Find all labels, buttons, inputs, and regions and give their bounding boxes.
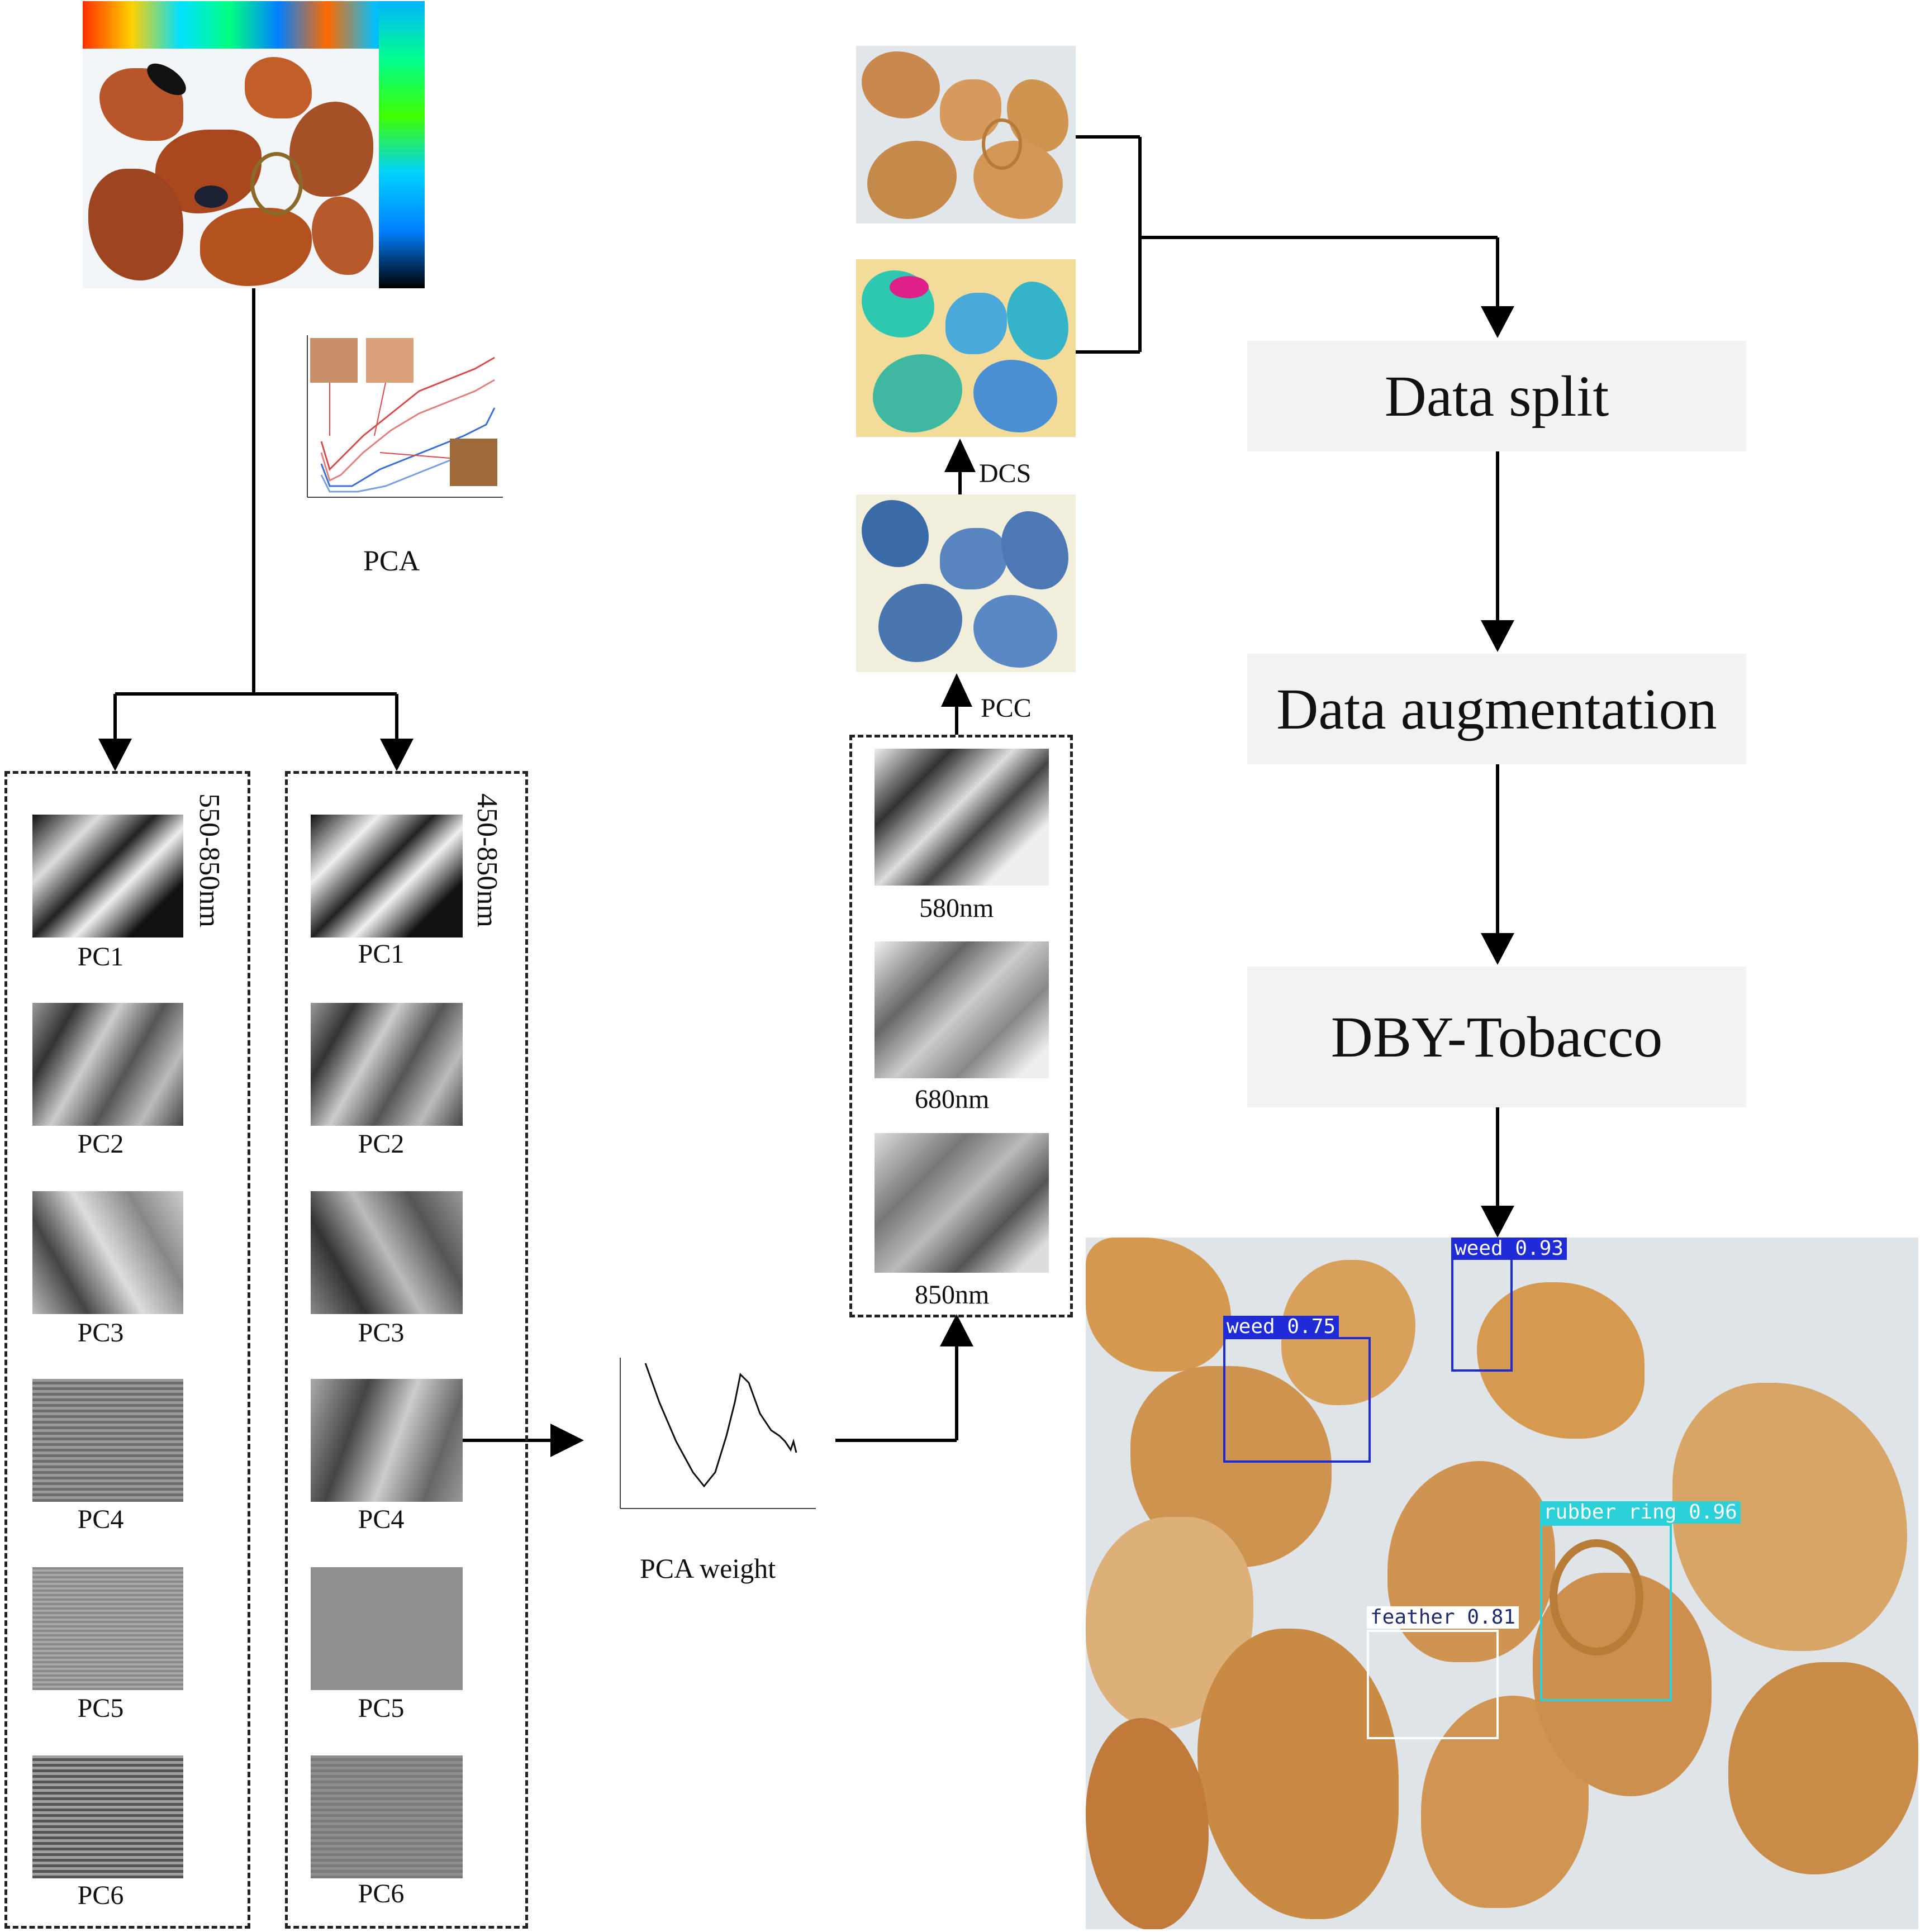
pc2-image-left	[32, 1003, 183, 1126]
bbox-tag-weed-2: weed 0.75	[1223, 1316, 1339, 1338]
pc-label: PC5	[358, 1693, 405, 1723]
dby-tobacco-step: DBY-Tobacco	[1247, 967, 1746, 1107]
bbox-tag-feather: feather 0.81	[1367, 1606, 1519, 1629]
pcc-image	[856, 494, 1076, 672]
bbox-tag-weed-1: weed 0.93	[1451, 1238, 1567, 1260]
data-augmentation-step: Data augmentation	[1247, 654, 1746, 764]
pc1-image-left	[32, 815, 183, 938]
hyperspectral-cube-image	[83, 1, 425, 288]
bbox-tag-rubber-ring: rubber ring 0.96	[1540, 1501, 1741, 1524]
pc-label: PC4	[77, 1505, 124, 1534]
pc-label: PC2	[358, 1129, 405, 1159]
pc-label: PC3	[358, 1318, 405, 1348]
bbox-rubber-ring	[1540, 1524, 1672, 1701]
band-580nm-image	[875, 749, 1049, 886]
bbox-weed-2	[1223, 1337, 1371, 1463]
series-feather	[320, 407, 496, 487]
band-label: 680nm	[915, 1084, 990, 1114]
pc6-image-left	[32, 1755, 183, 1878]
pc3-image-left	[32, 1191, 183, 1314]
step-label: DBY-Tobacco	[1330, 1005, 1663, 1069]
band-selection-box	[849, 735, 1073, 1317]
pc2-image-right	[311, 1003, 463, 1126]
dcs-image	[856, 259, 1076, 437]
rgb-image	[856, 46, 1076, 223]
series-rubber-ring	[320, 356, 495, 471]
pca-label: PCA	[363, 545, 420, 577]
pc-group-550-850	[4, 771, 250, 1929]
range-label-450-850: 450-850nm	[471, 793, 503, 927]
pcc-label: PCC	[981, 693, 1032, 723]
weight-curve	[644, 1363, 797, 1488]
data-split-step: Data split	[1247, 341, 1746, 451]
pc-label: PC3	[77, 1318, 124, 1348]
pc1-image-right	[311, 815, 463, 938]
band-680nm-image	[875, 941, 1049, 1078]
dcs-label: DCS	[979, 459, 1032, 488]
step-label: Data split	[1384, 364, 1609, 429]
step-label: Data augmentation	[1276, 677, 1717, 741]
series-tobacco	[320, 379, 495, 482]
pc3-image-right	[311, 1191, 463, 1314]
pc4-image-left	[32, 1379, 183, 1502]
pc-label: PC2	[77, 1129, 124, 1159]
pc6-image-right	[311, 1755, 463, 1878]
pc-label: PC5	[77, 1693, 124, 1723]
pc5-image-right	[311, 1567, 463, 1690]
pc-label: PC1	[358, 939, 405, 969]
pca-weight-chart	[592, 1352, 821, 1536]
pc-group-450-850	[285, 771, 528, 1929]
pc4-image-right	[311, 1379, 463, 1502]
band-label: 580nm	[919, 893, 994, 923]
range-label-550-850: 550-850nm	[193, 793, 225, 927]
reflectance-spectrum-chart	[274, 324, 508, 525]
band-label: 850nm	[915, 1280, 990, 1310]
pc-label: PC4	[358, 1505, 405, 1534]
pc-label: PC1	[77, 942, 124, 972]
pca-weight-label: PCA weight	[640, 1553, 776, 1584]
bbox-feather	[1367, 1630, 1499, 1739]
pc-label: PC6	[77, 1881, 124, 1910]
pc-label: PC6	[358, 1879, 405, 1909]
pc5-image-left	[32, 1567, 183, 1690]
band-850nm-image	[875, 1133, 1049, 1273]
detection-result-image: weed 0.93 weed 0.75 rubber ring 0.96 fea…	[1086, 1238, 1918, 1929]
